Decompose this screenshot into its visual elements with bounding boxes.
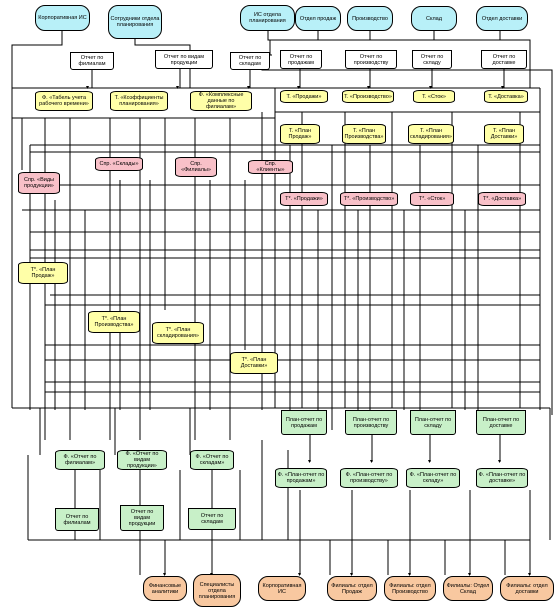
temp-table-production: Т*. «Производство» <box>340 192 398 206</box>
form-plan-report-delivery: Ф. «План-отчет по доставке» <box>476 468 528 488</box>
temp-production-plan: Т*. «План Производства» <box>88 311 140 333</box>
ref-product-types: Спр. «Виды продукции» <box>18 172 60 194</box>
report-sales-doc: Отчет по продажам <box>280 50 322 69</box>
table-delivery: Т. «Доставка» <box>484 90 528 103</box>
temp-table-sales: Т*. «Продажи» <box>280 192 328 206</box>
external-production: Производство <box>347 6 393 31</box>
report-branches-doc: Отчет по филиалам <box>70 52 114 70</box>
temp-table-stock: Т*. «Сток» <box>410 192 454 206</box>
report-warehouses-doc: Отчет по складам <box>230 52 270 70</box>
external-planning-specialists: Специалисты отдела планирования <box>193 574 241 607</box>
plan-report-production-doc: План-отчет по производству <box>345 410 397 435</box>
report-product-types-doc: Отчет по видам продукции <box>155 50 213 69</box>
external-branches-sales: Филиалы: отдел Продаж <box>327 576 377 601</box>
form-plan-report-production: Ф. «План-отчет по производству» <box>340 468 398 488</box>
temp-table-delivery: Т*. «Доставка» <box>478 192 526 206</box>
form-report-product-types: Ф. «Отчет по видам продукции» <box>117 450 167 470</box>
report-delivery-doc: Отчет по доставке <box>481 50 527 69</box>
external-sales-dept: Отдел продаж <box>295 6 341 31</box>
external-planning-is: ИС отдела планирования <box>240 5 295 31</box>
plan-report-warehouse-doc: План-отчет по складу <box>410 410 456 435</box>
external-financial-analysts: Финансовые аналитики <box>143 576 187 601</box>
ref-branches: Спр. «Филиалы» <box>175 157 217 177</box>
external-planning-staff: Сотрудники отдела планирования <box>108 5 162 39</box>
form-plan-report-sales: Ф. «План-отчет по продажам» <box>275 468 327 488</box>
form-timesheet: Ф. «Табель учета рабочего времени» <box>35 91 93 111</box>
product-types-report-doc: Отчет по видам продукции <box>120 505 164 531</box>
external-branches-delivery: Филиалы: отдел доставки <box>500 576 554 601</box>
external-branches-warehouse: Филиалы: Отдел Склад <box>443 576 493 601</box>
temp-sales-plan: Т*. «План Продаж» <box>18 262 68 284</box>
plan-report-delivery-doc: План-отчет по доставке <box>476 410 526 435</box>
table-production-plan: Т. «План Производства» <box>342 124 386 144</box>
table-sales: Т. «Продажи» <box>280 90 328 103</box>
external-corporate-is-bottom: Корпоративная ИС <box>258 576 306 601</box>
table-planning-coefficients: Т. «Коэффициенты планирования» <box>110 91 168 111</box>
form-complex-branch-data: Ф. «Комплексные данные по филиалам» <box>190 91 252 111</box>
table-storage-plan: Т. «План складирования» <box>408 124 454 144</box>
table-stock: Т. «Сток» <box>413 90 455 103</box>
form-report-warehouses: Ф. «Отчет по складам» <box>190 450 234 470</box>
temp-storage-plan: Т*. «План складирования» <box>152 322 204 344</box>
external-warehouse: Склад <box>411 6 457 31</box>
warehouses-report-doc: Отчет по складам <box>188 508 236 530</box>
report-warehouse-doc: Отчет по складу <box>412 50 452 69</box>
external-branches-production: Филиалы: отдел Производство <box>384 576 436 601</box>
ref-warehouses: Спр. «Склады» <box>95 157 143 171</box>
external-delivery-dept: Отдел доставки <box>476 6 528 31</box>
plan-report-sales-doc: План-отчет по продажам <box>281 410 327 435</box>
table-production: Т. «Производство» <box>342 90 394 103</box>
ref-clients: Спр. «Клиенты» <box>248 160 293 174</box>
report-production-doc: Отчет по производству <box>345 50 397 69</box>
temp-delivery-plan: Т*. «План Доставки» <box>230 352 278 374</box>
table-sales-plan: Т. «План Продаж» <box>280 124 320 144</box>
table-delivery-plan: Т. «План Доставки» <box>484 124 524 144</box>
branches-report-doc: Отчет по филиалам <box>55 508 99 531</box>
form-plan-report-warehouse: Ф. «План-отчет по складу» <box>406 468 460 488</box>
external-corporate-is: Корпоративная ИС <box>35 5 90 31</box>
form-report-branches: Ф. «Отчет по филиалам» <box>55 450 105 470</box>
